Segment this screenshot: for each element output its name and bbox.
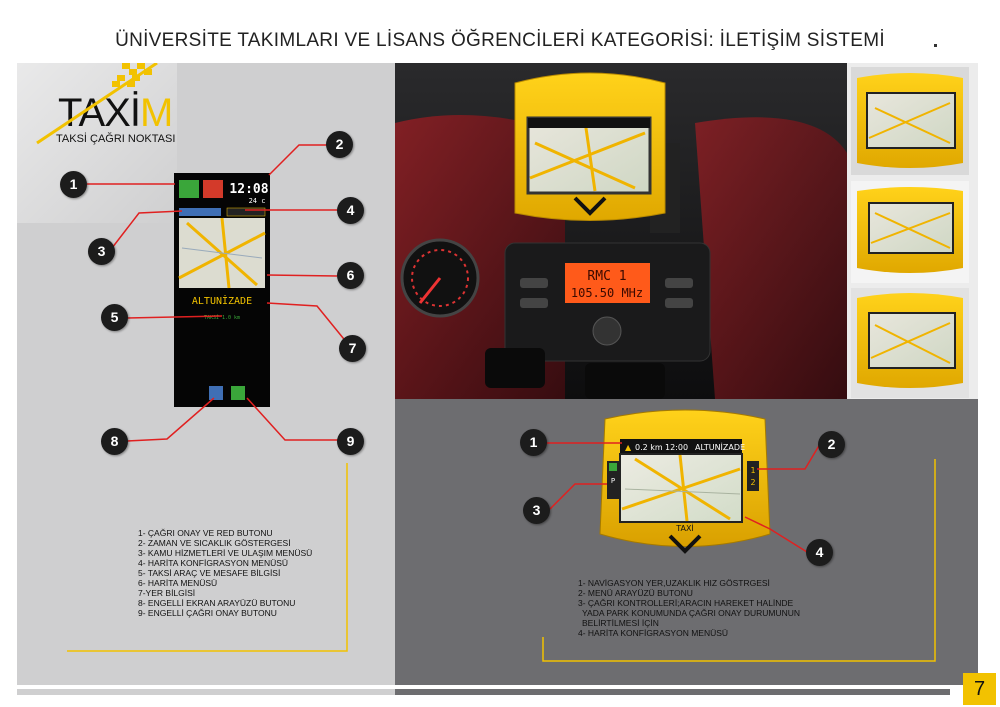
right-callout-4: 4 [806, 539, 833, 566]
kiosk-time: 12:08 [229, 182, 268, 197]
kiosk-info-line: TAKSİ 1.0 km [204, 314, 240, 321]
kiosk-temperature: 24 c [249, 197, 266, 205]
title-mark [934, 44, 937, 47]
device-location: ALTUNİZADE [695, 442, 745, 452]
legend-item: 4- HARİTA KONFİGRASYON MENÜSÜ [578, 628, 729, 638]
legend-item: 3- KAMU HİZMETLERİ VE ULAŞIM MENÜSÜ [138, 548, 313, 558]
device-time: 12:00 [665, 443, 688, 452]
legend-item: 7-YER BİLGİSİ [138, 588, 196, 598]
page-number: 7 [963, 673, 996, 705]
callout-7: 7 [339, 335, 366, 362]
legend-item: 5- TAKSİ ARAÇ VE MESAFE BİLGİSİ [138, 568, 281, 578]
left-panel [17, 63, 395, 685]
device-brand: TAXİ [675, 523, 694, 533]
radio-line1: RMC 1 [587, 269, 626, 284]
right-callout-3: 3 [523, 497, 550, 524]
logo-checker-decoration [36, 63, 158, 145]
legend-item: 2- MENÜ ARAYÜZÜ BUTONU [578, 588, 693, 598]
legend-item: 9- ENGELLİ ÇAĞRI ONAY BUTONU [138, 608, 277, 618]
car-interior-illustration: RMC 1 105.50 MHz [395, 63, 978, 399]
kiosk-location: ALTUNİZADE [192, 294, 252, 307]
legend-item: 4- HARİTA KONFİGRASYON MENÜSÜ [138, 558, 289, 568]
legend-item: 1- ÇAĞRI ONAY VE RED BUTONU [138, 528, 273, 538]
legend-item: 8- ENGELLİ EKRAN ARAYÜZÜ BUTONU [138, 598, 296, 608]
device-distance: 0.2 km [635, 443, 663, 452]
legend-item: YADA PARK KONUMUNDA ÇAĞRI ONAY DURUMUNUN [582, 608, 801, 618]
legend-item: BELİRTİLMESİ İÇİN [582, 618, 659, 628]
callout-8: 8 [101, 428, 128, 455]
accessible-call-button [231, 386, 245, 400]
callout-4: 4 [337, 197, 364, 224]
device-side-1: 1 [750, 466, 755, 475]
callout-2: 2 [326, 131, 353, 158]
right-callout-2: 2 [818, 431, 845, 458]
reject-call-button [203, 180, 223, 198]
legend-item: 3- ÇAĞRI KONTROLLERİ;ARACIN HAREKET HALİ… [578, 598, 794, 608]
car-device-diagram: ▲ 0.2 km 12:00 ALTUNİZADE P 1 2 TAXİ [542, 409, 936, 662]
device-menu-button [747, 461, 759, 491]
logo-accent: M [139, 91, 173, 135]
logo-subtitle: TAKSİ ÇAĞRI NOKTASI [56, 133, 176, 145]
kiosk-diagram: 12:08 24 c ALTUNİZADE TAKSİ 1.0 km [67, 144, 353, 652]
device-side-2: 2 [750, 478, 755, 487]
page-title: ÜNİVERSİTE TAKIMLARI VE LİSANS ÖĞRENCİLE… [115, 30, 885, 51]
public-services-menu [179, 208, 221, 216]
accessible-screen-button [209, 386, 223, 400]
right-callout-1: 1 [520, 429, 547, 456]
legend-item: 1- NAVİGASYON YER,UZAKLIK HIZ GÖSTRGESİ [578, 578, 770, 588]
device-park: P [611, 477, 615, 485]
thumb-device-3 [851, 288, 969, 398]
callout-6: 6 [337, 262, 364, 289]
callout-9: 9 [337, 428, 364, 455]
thumb-device-1 [851, 67, 969, 175]
left-legend: 1- ÇAĞRI ONAY VE RED BUTONU 2- ZAMAN VE … [138, 528, 312, 618]
right-legend: 1- NAVİGASYON YER,UZAKLIK HIZ GÖSTRGESİ … [578, 578, 800, 638]
callout-5: 5 [101, 304, 128, 331]
svg-text:▲: ▲ [625, 443, 632, 452]
map-config-menu [226, 207, 266, 217]
footer-bar-left [17, 689, 395, 695]
thumb-device-2 [851, 181, 969, 283]
legend-item: 2- ZAMAN VE SICAKLIK GÖSTERGESİ [138, 538, 291, 548]
car-photo-panel: RMC 1 105.50 MHz [395, 63, 978, 399]
legend-item: 6- HARİTA MENÜSÜ [138, 578, 218, 588]
footer-bar-right [395, 689, 950, 695]
accept-call-button [179, 180, 199, 198]
callout-1: 1 [60, 171, 87, 198]
radio-line2: 105.50 MHz [571, 286, 643, 300]
callout-3: 3 [88, 238, 115, 265]
